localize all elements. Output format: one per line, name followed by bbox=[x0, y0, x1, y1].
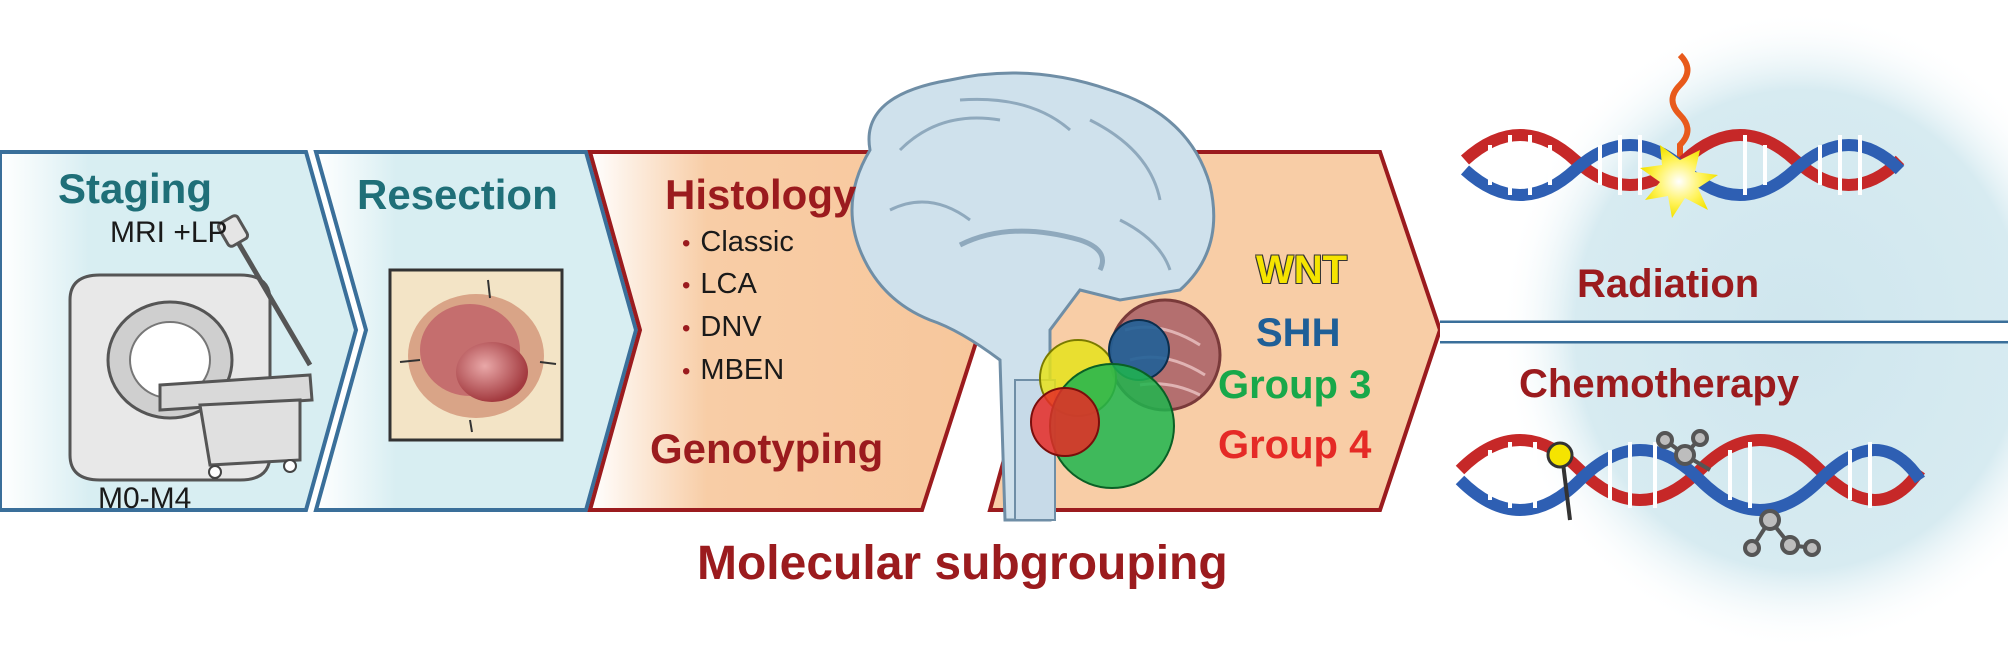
radiation-wave-icon bbox=[1669, 52, 1691, 165]
resection-title: Resection bbox=[357, 171, 558, 218]
dna-helix-chemotherapy-icon bbox=[1455, 429, 1925, 557]
histology-item: •DNV bbox=[682, 311, 762, 343]
genotyping-title: Genotyping bbox=[650, 425, 884, 472]
dna-helix-radiation-icon bbox=[1460, 129, 1905, 218]
histology-item: •MBEN bbox=[682, 354, 785, 386]
lp-needle-icon bbox=[216, 214, 313, 367]
staging-title: Staging bbox=[58, 165, 212, 212]
molecular-subgrouping-caption: Molecular subgrouping bbox=[697, 537, 1228, 590]
chemotherapy-label: Chemotherapy bbox=[1519, 362, 1800, 406]
wnt-label: WNT bbox=[1256, 248, 1348, 292]
shh-label: SHH bbox=[1256, 311, 1341, 355]
staging-scale: M0-M4 bbox=[98, 482, 192, 515]
radiation-label: Radiation bbox=[1577, 262, 1760, 306]
mri-scanner-icon bbox=[68, 273, 314, 482]
staging-methods: MRI +LP bbox=[110, 216, 228, 249]
group4-label: Group 4 bbox=[1218, 423, 1372, 467]
group4-circle bbox=[1030, 387, 1100, 457]
histology-title: Histology bbox=[665, 171, 857, 218]
histology-item: •LCA bbox=[682, 268, 757, 300]
histology-item: •Classic bbox=[682, 226, 794, 258]
group3-label: Group 3 bbox=[1218, 363, 1372, 407]
resection-image bbox=[388, 268, 564, 442]
